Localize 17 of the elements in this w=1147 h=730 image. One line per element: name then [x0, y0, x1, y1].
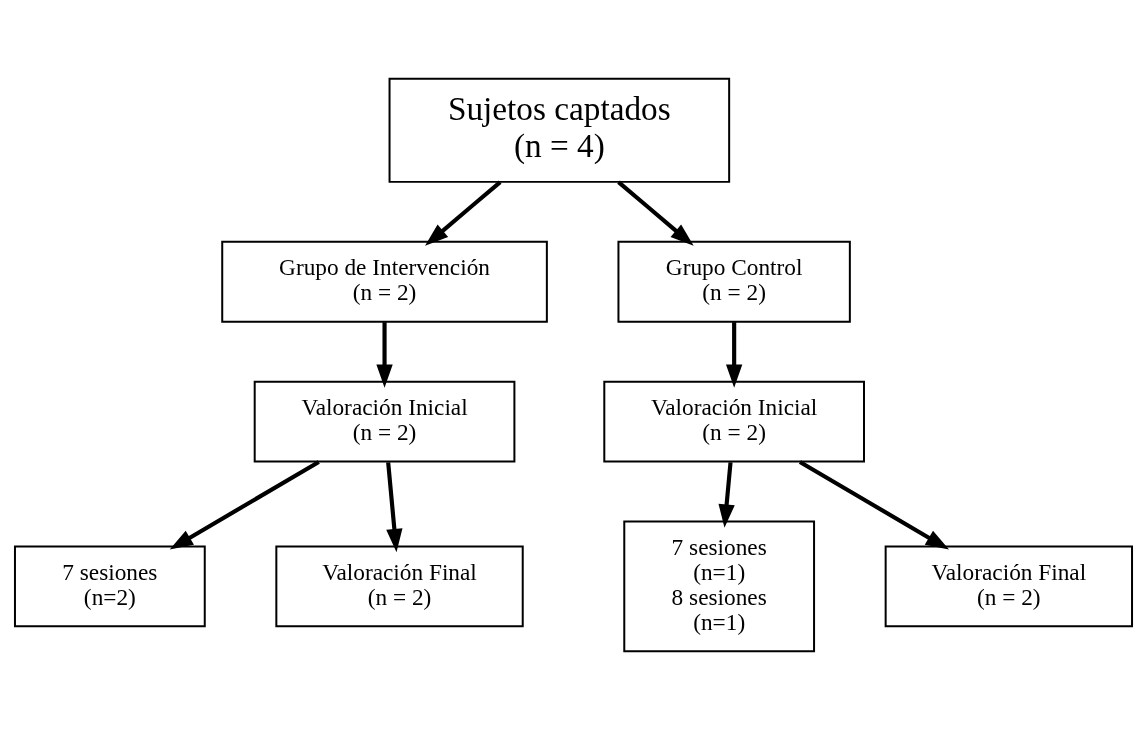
arrow — [376, 322, 393, 388]
node-box: Valoración Inicial (n = 2) — [603, 380, 865, 463]
arrow — [169, 460, 320, 550]
arrow — [798, 460, 949, 550]
arrow — [718, 462, 735, 528]
node-box: Valoración Final (n = 2) — [884, 545, 1134, 628]
arrow — [386, 462, 403, 553]
node-box: 7 sesiones (n=1) 8 sesiones (n=1) — [623, 520, 816, 653]
node-box: 7 sesiones (n=2) — [13, 545, 206, 628]
node-box: Grupo Control (n = 2) — [617, 240, 851, 323]
arrow — [725, 322, 743, 388]
arrow — [617, 180, 694, 246]
node-box: Grupo de Intervención (n = 2) — [221, 240, 548, 323]
arrow — [425, 180, 502, 246]
node-box: Valoración Inicial (n = 2) — [253, 380, 516, 463]
node-box: Sujetos captados (n = 4) — [388, 77, 731, 183]
node-box: Valoración Final (n = 2) — [275, 545, 524, 628]
